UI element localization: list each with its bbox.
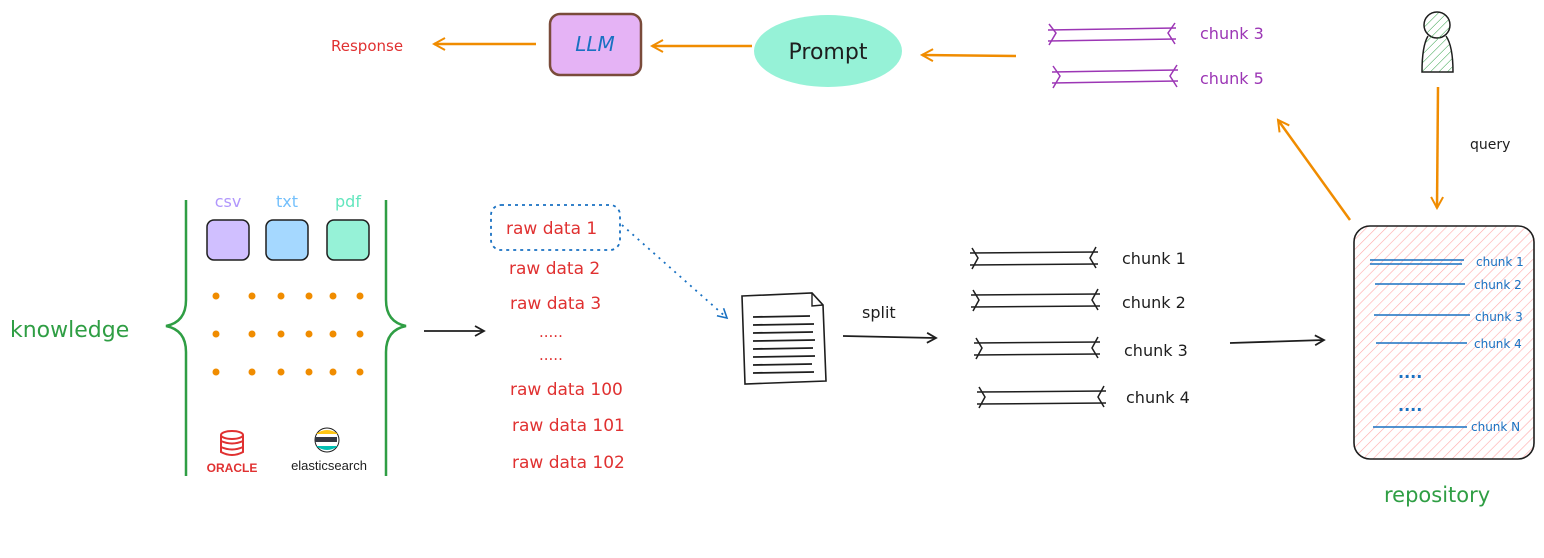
txt-file-icon xyxy=(265,219,309,261)
retrieved-chunk-label: chunk 5 xyxy=(1200,69,1264,88)
llm-box xyxy=(548,12,643,77)
chunk-label: chunk 1 xyxy=(1122,249,1186,268)
split-label: split xyxy=(862,303,896,322)
knowledge-label: knowledge xyxy=(10,318,129,343)
arrow-raw-to-document xyxy=(621,224,729,320)
arrow-repo-to-retrieved xyxy=(1278,120,1352,221)
repo-chunk-label: chunk 1 xyxy=(1476,255,1524,269)
prompt-label: Prompt xyxy=(789,40,868,65)
response-label: Response xyxy=(331,37,403,55)
arrow-retrieved-to-prompt xyxy=(922,55,1017,56)
raw-data-item: raw data 101 xyxy=(512,416,625,436)
raw-data-item: raw data 102 xyxy=(512,453,625,473)
retrieved-chunk-bar xyxy=(1051,64,1179,89)
prompt-node: Prompt xyxy=(754,15,902,87)
elasticsearch-icon xyxy=(314,427,340,453)
repo-chunk-label: chunk N xyxy=(1471,420,1520,434)
llm-label: LLM xyxy=(575,32,615,56)
oracle-logo: ORACLE xyxy=(207,461,258,475)
document-icon xyxy=(741,292,827,385)
raw-data-ellipsis: ..... xyxy=(539,323,563,341)
llm-node: LLM xyxy=(548,12,643,77)
raw-data-item: raw data 100 xyxy=(510,380,623,400)
repo-chunk-label: chunk 2 xyxy=(1474,278,1522,292)
chunk-bar xyxy=(970,288,1101,312)
arrow-split xyxy=(842,332,938,344)
user-icon xyxy=(1421,11,1454,73)
retrieved-chunk-bar xyxy=(1047,22,1177,46)
pdf-file-icon xyxy=(326,219,370,261)
knowledge-group: knowledge csv txt pdf ORACLE e xyxy=(10,192,407,476)
chunk-label: chunk 4 xyxy=(1126,388,1190,407)
raw-data-ellipsis: ..... xyxy=(539,346,563,364)
oracle-db-icon xyxy=(220,430,244,456)
csv-label: csv xyxy=(215,192,242,211)
query-label: query xyxy=(1470,137,1510,153)
chunk-label: chunk 3 xyxy=(1124,341,1188,360)
repository-label: repository xyxy=(1384,483,1490,507)
right-brace xyxy=(384,200,407,476)
arrow-query xyxy=(1437,86,1438,208)
raw-data-1-highlight xyxy=(490,204,621,251)
data-dots xyxy=(212,292,364,376)
retrieved-group: chunk 3 chunk 5 xyxy=(1047,22,1264,89)
repository-group: chunk 1 chunk 2 chunk 3 chunk 4 .... ...… xyxy=(1353,225,1535,507)
pdf-label: pdf xyxy=(335,192,361,211)
raw-data-item: raw data 1 xyxy=(506,219,597,239)
left-brace xyxy=(165,200,188,476)
csv-file-icon xyxy=(206,219,250,261)
arrow-chunks-to-repo xyxy=(1229,334,1326,347)
repo-ellipsis: .... xyxy=(1398,396,1422,415)
chunk-bar xyxy=(976,385,1107,409)
txt-label: txt xyxy=(276,192,298,211)
chunk-label: chunk 2 xyxy=(1122,293,1186,312)
chunks-group: chunk 1 chunk 2 chunk 3 chunk 4 xyxy=(969,246,1190,409)
chunk-bar xyxy=(969,246,1099,270)
raw-data-item: raw data 2 xyxy=(509,259,600,279)
repo-chunk-label: chunk 3 xyxy=(1475,310,1523,324)
retrieved-chunk-label: chunk 3 xyxy=(1200,24,1264,43)
raw-data-group: raw data 1 raw data 2 raw data 3 ..... .… xyxy=(490,204,625,473)
chunk-bar xyxy=(973,336,1101,360)
repo-ellipsis: .... xyxy=(1398,363,1422,382)
repo-chunk-label: chunk 4 xyxy=(1474,337,1522,351)
elasticsearch-logo: elasticsearch xyxy=(291,458,367,473)
raw-data-item: raw data 3 xyxy=(510,294,601,314)
